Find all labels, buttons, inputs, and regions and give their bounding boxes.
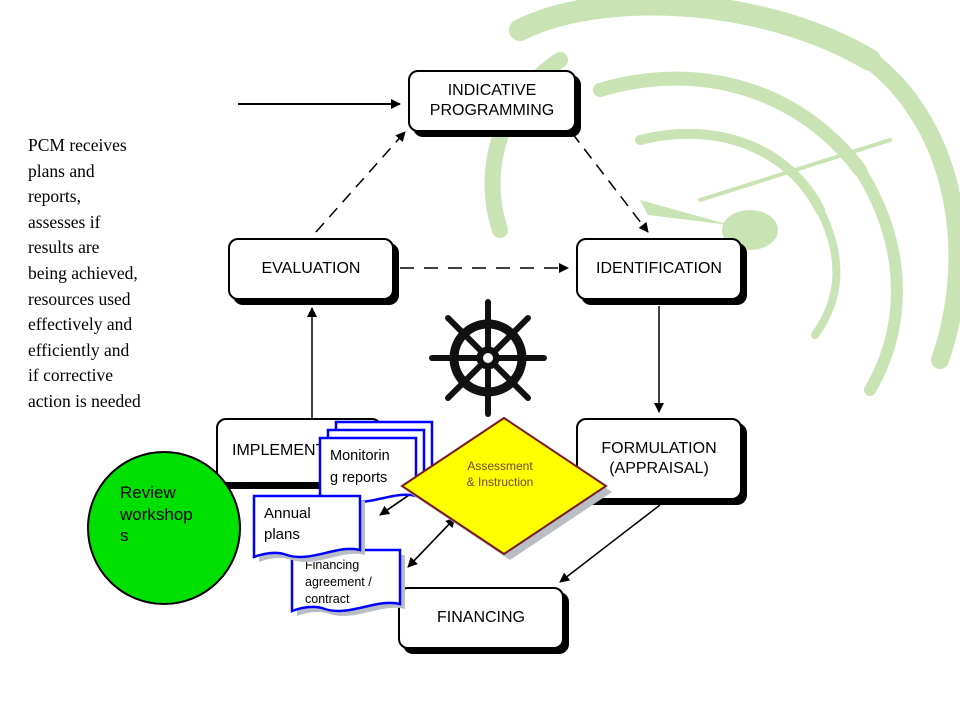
financing-agreement-doc <box>290 548 405 616</box>
monitoring-reports-stack <box>318 420 434 504</box>
note-line: assesses if <box>28 211 101 232</box>
review-workshops-label: Review workshop s <box>120 482 230 547</box>
note-line: action is needed <box>28 390 141 411</box>
annual-plans-line-2: plans <box>264 526 300 543</box>
note-line: efficiently and <box>28 339 130 360</box>
review-workshops-line-2: workshop <box>120 504 193 524</box>
note-line: plans and <box>28 160 95 181</box>
assessment-line-1: Assessment <box>467 459 533 473</box>
indicative-programming-label-2: PROGRAMMING <box>429 102 555 119</box>
assessment-label: Assessment & Instruction <box>450 458 550 490</box>
review-workshops-circle <box>87 451 241 605</box>
financing-label: FINANCING <box>437 609 525 626</box>
financing-box: FINANCING <box>398 587 564 649</box>
ship-wheel-icon <box>429 299 547 417</box>
indicative-programming-box: INDICATIVE PROGRAMMING <box>408 70 576 132</box>
monitoring-reports-line-2: g reports <box>330 470 388 486</box>
annual-plans-doc <box>252 494 365 562</box>
assessment-line-2: & Instruction <box>466 475 534 489</box>
note-line: if corrective <box>28 365 114 386</box>
note-line: resources used <box>28 288 131 309</box>
identification-box: IDENTIFICATION <box>576 238 742 300</box>
arrow-to-financing <box>559 504 661 583</box>
financing-agreement-line-2: agreement / <box>305 575 372 589</box>
assessment-diamond <box>400 416 612 560</box>
note-line: being achieved, <box>28 262 138 283</box>
evaluation-box: EVALUATION <box>228 238 394 300</box>
annual-plans-line-1: Annual <box>264 505 311 522</box>
review-workshops-line-3: s <box>120 526 129 545</box>
formulation-label-1: FORMULATION <box>601 440 717 457</box>
identification-label: IDENTIFICATION <box>596 260 722 277</box>
evaluation-label: EVALUATION <box>261 260 361 277</box>
monitoring-reports-line-1: Monitorin <box>330 448 390 464</box>
note-line: results are <box>28 237 100 258</box>
financing-agreement-label: Financing agreement / contract <box>305 557 372 608</box>
dashed-arrow-to-identification <box>571 132 649 233</box>
financing-agreement-line-3: contract <box>305 592 350 606</box>
review-workshops-line-1: Review <box>120 483 176 502</box>
note-line: effectively and <box>28 314 133 335</box>
formulation-label-2: (APPRAISAL) <box>609 460 709 477</box>
monitoring-reports-label: Monitorin g reports <box>330 445 390 489</box>
annual-plans-label: Annual plans <box>264 503 311 545</box>
financing-agreement-line-1: Financing <box>305 558 360 572</box>
pcm-note: PCM receives plans and reports, assesses… <box>28 133 168 415</box>
note-line: reports, <box>28 186 81 207</box>
indicative-programming-label-1: INDICATIVE <box>447 82 537 99</box>
dashed-arrow-to-indicative <box>315 131 406 233</box>
note-line: PCM receives <box>28 135 127 155</box>
